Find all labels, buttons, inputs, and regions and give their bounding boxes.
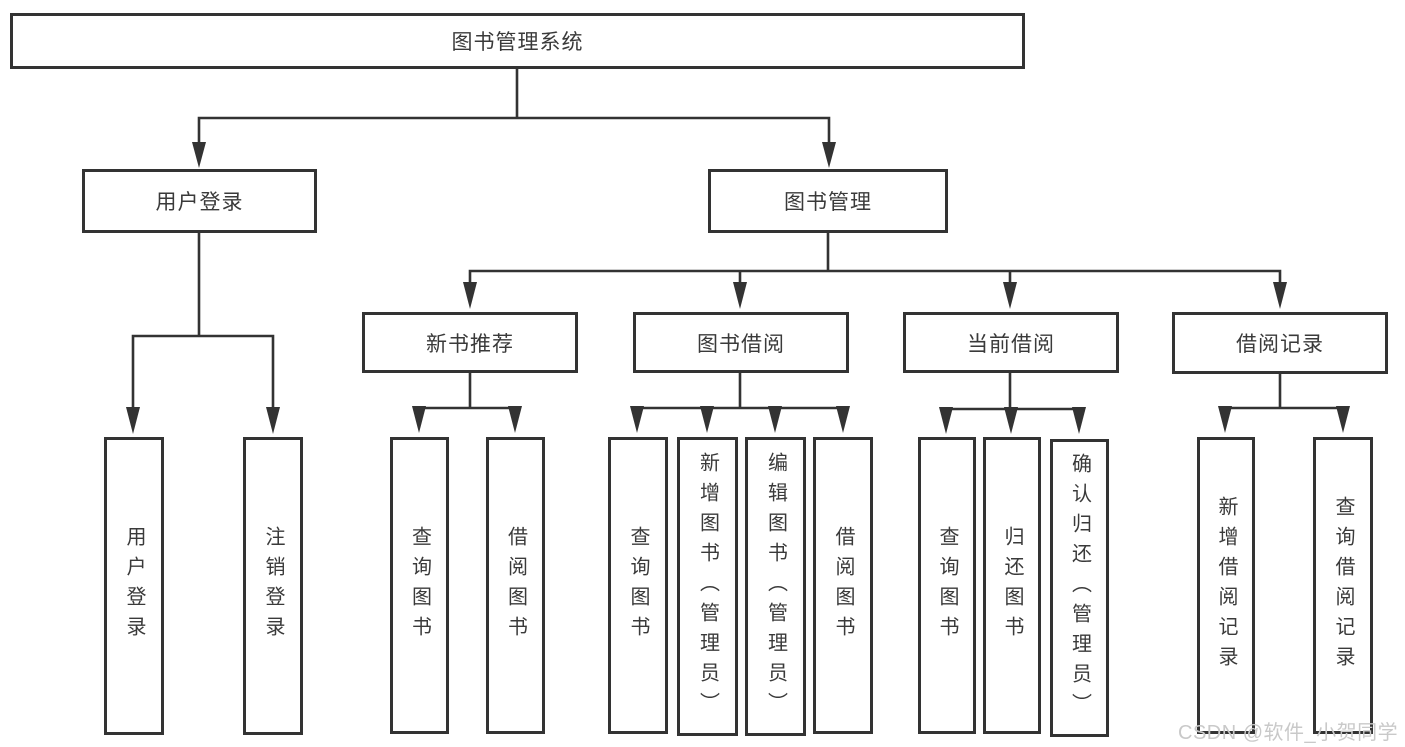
- node-label: 用户登录: [123, 526, 145, 646]
- connector-new-book-to-children: [412, 372, 522, 433]
- node-label: 图书管理: [784, 191, 872, 214]
- connector-current-borrow-to-children: [939, 372, 1086, 434]
- node-book-management: 图书管理: [708, 169, 948, 233]
- connector-borrow-records-to-children: [1218, 373, 1350, 433]
- node-label: 编辑图书（管理员）: [764, 451, 787, 722]
- leaf-edit-books-admin: 编辑图书（管理员）: [745, 437, 806, 736]
- node-label: 归还图书: [1001, 525, 1023, 646]
- node-label: 用户登录: [155, 191, 244, 214]
- node-user-login: 用户登录: [82, 169, 317, 233]
- node-label: 当前借阅: [967, 332, 1055, 356]
- node-label: 确认归还（管理员）: [1068, 453, 1091, 723]
- node-label: 借阅图书: [832, 525, 854, 646]
- leaf-query-books-borrow: 查询图书: [608, 437, 668, 734]
- node-label: 注销登录: [262, 526, 284, 646]
- node-label: 图书管理系统: [451, 31, 584, 54]
- node-label: 查询借阅记录: [1332, 495, 1354, 676]
- node-new-book-recommend: 新书推荐: [362, 312, 578, 373]
- leaf-confirm-return-admin: 确认归还（管理员）: [1050, 439, 1109, 737]
- node-label: 借阅图书: [504, 525, 527, 646]
- node-library-system: 图书管理系统: [10, 13, 1025, 69]
- connector-book-borrow-to-children: [630, 372, 850, 433]
- node-label: 新增借阅记录: [1215, 495, 1237, 676]
- leaf-return-books: 归还图书: [983, 437, 1041, 734]
- leaf-query-books-current: 查询图书: [918, 437, 976, 734]
- leaf-add-books-admin: 新增图书（管理员）: [677, 437, 738, 736]
- node-label: 查询图书: [408, 525, 431, 646]
- node-label: 新书推荐: [426, 332, 514, 356]
- leaf-add-borrow-record: 新增借阅记录: [1197, 437, 1255, 734]
- node-label: 查询图书: [627, 525, 649, 646]
- node-book-borrow: 图书借阅: [633, 312, 849, 373]
- leaf-query-borrow-record: 查询借阅记录: [1313, 437, 1373, 734]
- node-label: 查询图书: [936, 525, 958, 646]
- node-label: 新增图书（管理员）: [696, 451, 719, 722]
- leaf-borrow-books: 借阅图书: [813, 437, 873, 734]
- node-label: 借阅记录: [1236, 333, 1324, 356]
- connector-root-to-level2: [192, 68, 836, 168]
- leaf-user-login: 用户登录: [104, 437, 164, 735]
- node-current-borrow: 当前借阅: [903, 312, 1119, 373]
- node-label: 图书借阅: [697, 332, 785, 356]
- connector-user-login-to-children: [126, 232, 280, 434]
- leaf-borrow-books-recommend: 借阅图书: [486, 437, 545, 734]
- node-borrow-records: 借阅记录: [1172, 312, 1388, 374]
- connector-book-mgmt-to-level3: [463, 232, 1287, 309]
- csdn-watermark: CSDN @软件_小贺同学: [1178, 722, 1399, 744]
- leaf-logout: 注销登录: [243, 437, 303, 735]
- leaf-query-books-recommend: 查询图书: [390, 437, 449, 734]
